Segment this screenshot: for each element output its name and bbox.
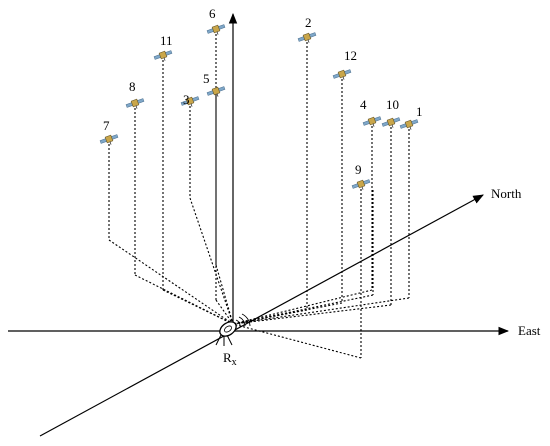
ground-line-5 [215, 264, 234, 325]
satellite-label-1: 1 [416, 104, 423, 119]
ground-line-9 [232, 323, 362, 359]
ground-line-4 [232, 289, 373, 325]
satellite-icon-6 [206, 24, 226, 35]
satellite-label-3: 3 [183, 92, 190, 107]
ground-line-1 [232, 297, 410, 325]
ground-line-6 [215, 299, 234, 325]
guide-ground-line-0 [232, 294, 374, 325]
ground-line-11 [162, 289, 234, 325]
satellite-icon-1 [399, 119, 419, 130]
satellite-label-6: 6 [209, 6, 216, 21]
satellite-icon-12 [332, 69, 352, 80]
satellite-label-9: 9 [355, 162, 362, 177]
satellite-label-4: 4 [360, 97, 367, 112]
satellite-icon-5 [206, 86, 226, 97]
north-axis-label: North [491, 186, 522, 201]
ground-line-3 [189, 197, 234, 325]
satellite-label-10: 10 [386, 97, 399, 112]
satellite-label-11: 11 [160, 33, 173, 48]
satellite-icon-8 [125, 98, 145, 109]
satellite-label-2: 2 [305, 15, 312, 30]
satellite-icon-4 [362, 116, 382, 127]
receiver-label: Rx [223, 350, 237, 368]
north-axis [39, 194, 484, 437]
satellite-icon-9 [351, 179, 371, 190]
satellite-label-12: 12 [344, 48, 357, 63]
satellite-icon-7 [99, 134, 119, 145]
east-axis-label: East [518, 323, 541, 338]
satellite-icon-11 [153, 50, 173, 61]
ground-line-7 [108, 239, 234, 325]
projection-lines [108, 34, 410, 359]
satellite-icon-10 [381, 117, 401, 128]
satellite-icon-3 [180, 96, 200, 107]
satellite-label-7: 7 [103, 118, 110, 133]
ground-line-10 [232, 304, 392, 325]
receiver-antenna-icon [215, 313, 251, 346]
satellite-label-5: 5 [203, 71, 210, 86]
satellite-icon-2 [297, 32, 317, 43]
satellite-label-8: 8 [129, 79, 136, 94]
